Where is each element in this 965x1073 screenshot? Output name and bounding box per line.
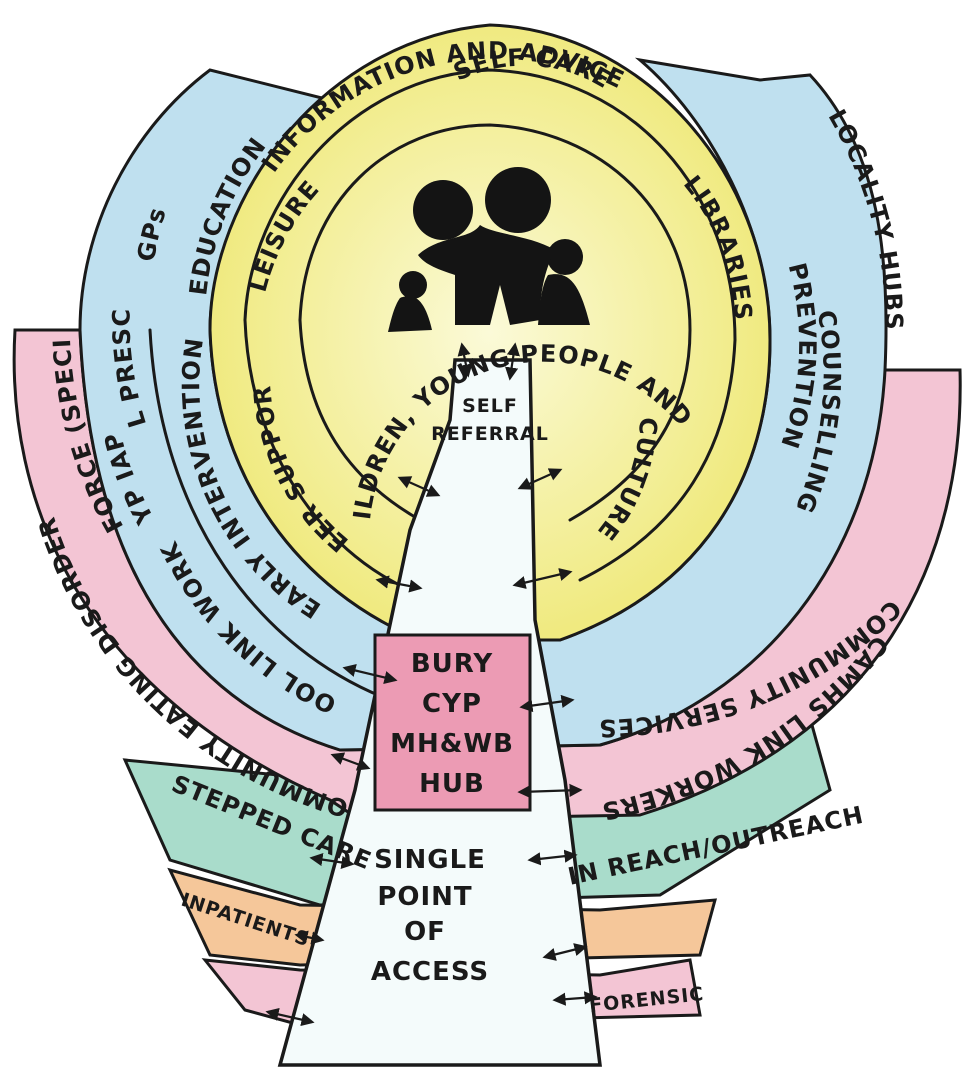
label-hub-hub: HUB <box>419 769 485 799</box>
label-spa-access: ACCESS <box>371 957 489 987</box>
label-hub-mhwb: MH&WB <box>390 729 514 759</box>
label-self: SELF <box>462 395 518 417</box>
ring-line-left-outer <box>243 318 412 592</box>
label-spa-of: OF <box>404 917 446 947</box>
family-icon <box>388 167 590 332</box>
label-spa-single: SINGLE <box>374 845 486 875</box>
ring-yellow <box>208 23 772 642</box>
ring-line-outer <box>243 68 737 582</box>
label-hub-bury: BURY <box>411 649 494 679</box>
label-spa-point: POINT <box>377 882 472 912</box>
ring-line-blue-left <box>148 328 392 702</box>
label-referral: REFERRAL <box>431 423 549 445</box>
label-hub-cyp: CYP <box>422 689 482 719</box>
ring-line-inner <box>298 123 692 522</box>
hub-box <box>373 633 532 812</box>
connection-arrows <box>265 342 598 1027</box>
ring-line-left <box>298 318 422 522</box>
